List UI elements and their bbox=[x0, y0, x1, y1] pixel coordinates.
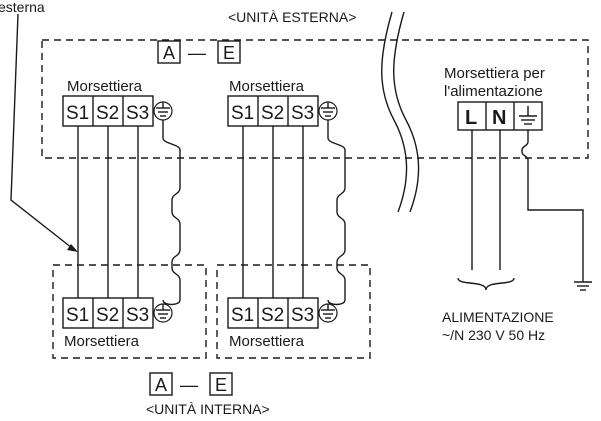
indoor-terminal-block-right bbox=[227, 297, 319, 329]
indoor-left-terminal-s3: S3 bbox=[126, 305, 149, 326]
outdoor-unit-title: <UNITÀ ESTERNA> bbox=[228, 9, 356, 25]
range-e-box-outdoor bbox=[217, 40, 241, 64]
range-a-outdoor: A bbox=[163, 43, 175, 63]
power-block-label-line2: l'alimentazione bbox=[444, 83, 543, 100]
outdoor-right-terminal-s1: S1 bbox=[231, 103, 254, 124]
ground-icon bbox=[153, 303, 173, 323]
outdoor-left-terminal-s3: S3 bbox=[126, 103, 149, 124]
range-e-indoor: E bbox=[215, 375, 227, 395]
leader-line bbox=[10, 13, 73, 249]
range-dash-indoor: — bbox=[180, 375, 198, 395]
range-dash-outdoor: — bbox=[188, 43, 206, 63]
outdoor-unit-enclosure bbox=[41, 39, 589, 159]
outdoor-left-terminal-s2: S2 bbox=[96, 103, 119, 124]
break-line-left bbox=[381, 11, 408, 213]
indoor-right-terminal-s3: S3 bbox=[291, 305, 314, 326]
power-block-label-line1: Morsettiera per bbox=[444, 65, 545, 82]
wire-earth bbox=[521, 130, 584, 282]
indoor-right-terminal-s1: S1 bbox=[231, 305, 254, 326]
indoor-unit-title: <UNITÀ INTERNA> bbox=[146, 401, 270, 417]
ground-icon bbox=[318, 303, 338, 323]
ground-icon bbox=[318, 101, 338, 121]
outdoor-right-terminal-s2: S2 bbox=[261, 103, 284, 124]
range-a-box-outdoor bbox=[157, 40, 181, 64]
range-a-box-indoor bbox=[149, 372, 173, 396]
indoor-block-left-label: Morsettiera bbox=[64, 333, 140, 350]
indoor-right-terminal-s2: S2 bbox=[261, 305, 284, 326]
outdoor-right-terminal-s3: S3 bbox=[291, 103, 314, 124]
power-terminal-l: L bbox=[465, 107, 477, 129]
ground-icon bbox=[153, 101, 173, 121]
power-brace bbox=[457, 277, 515, 291]
indoor-unit-enclosure-left bbox=[52, 264, 207, 359]
indoor-left-terminal-s2: S2 bbox=[96, 305, 119, 326]
external-earth-icon bbox=[574, 281, 592, 291]
range-a-indoor: A bbox=[155, 375, 167, 395]
outdoor-left-terminal-s1: S1 bbox=[66, 103, 89, 124]
outdoor-block-right-label: Morsettiera bbox=[229, 78, 305, 95]
power-supply-spec: ~/N 230 V 50 Hz bbox=[442, 327, 545, 343]
power-terminal-n: N bbox=[492, 107, 506, 129]
earth-icon bbox=[519, 106, 537, 125]
range-e-box-indoor bbox=[209, 372, 233, 396]
outdoor-block-left-label: Morsettiera bbox=[67, 78, 143, 95]
indoor-terminal-block-left bbox=[62, 297, 154, 329]
indoor-block-right-label: Morsettiera bbox=[229, 333, 305, 350]
range-e-outdoor: E bbox=[223, 43, 235, 63]
break-line-right bbox=[393, 11, 420, 213]
indoor-unit-enclosure-right bbox=[216, 264, 371, 359]
indoor-left-terminal-s1: S1 bbox=[66, 305, 89, 326]
ground-wire-right bbox=[327, 120, 346, 306]
power-supply-label: ALIMENTAZIONE bbox=[442, 309, 554, 325]
corner-text: esterna bbox=[0, 0, 45, 15]
ground-wire-left bbox=[162, 120, 181, 306]
leader-arrow-head bbox=[67, 244, 78, 252]
outdoor-terminal-block-left bbox=[62, 95, 154, 127]
